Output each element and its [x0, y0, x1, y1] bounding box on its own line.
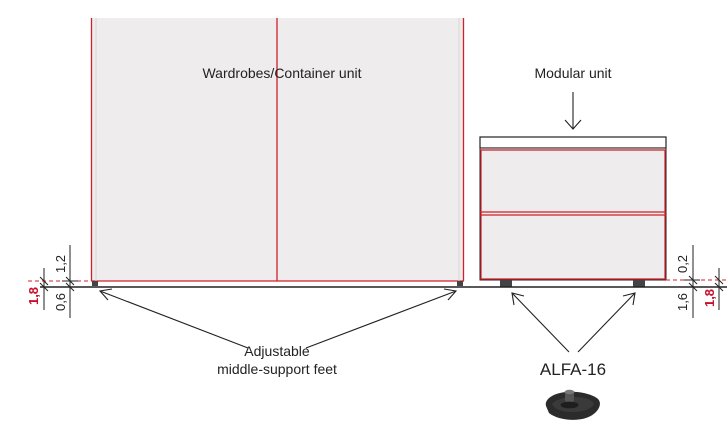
alfa-label: ALFA-16	[540, 360, 606, 379]
wardrobe-label: Wardrobes/Container unit	[202, 65, 361, 81]
modular-label: Modular unit	[534, 65, 611, 81]
alfa-arrows	[511, 292, 636, 353]
left-dim-lower: 0,6	[53, 293, 68, 311]
modular-top	[479, 136, 667, 149]
feet-label-line1: Adjustable	[244, 343, 310, 359]
wardrobe-unit	[90, 18, 465, 286]
left-dim-total: 1,8	[26, 287, 41, 305]
left-dim-upper: 1,2	[53, 255, 68, 273]
modular-body	[479, 147, 667, 281]
right-dimension-chain	[684, 245, 724, 318]
modular-unit	[479, 136, 667, 287]
modular-arrow	[564, 92, 582, 130]
left-dimension-chain	[39, 245, 78, 318]
alfa-foot-left	[500, 280, 512, 287]
alfa-foot-right	[633, 280, 645, 287]
wardrobe-foot-right	[457, 281, 463, 286]
right-dim-lower: 1,6	[675, 293, 690, 311]
levelling-foot-icon	[545, 389, 600, 420]
right-dim-total: 1,8	[702, 289, 717, 307]
feet-label-line2: middle-support feet	[217, 361, 337, 377]
feet-arrows	[98, 288, 458, 349]
wardrobe-foot-left	[92, 281, 98, 286]
right-dim-upper: 0,2	[675, 255, 690, 273]
